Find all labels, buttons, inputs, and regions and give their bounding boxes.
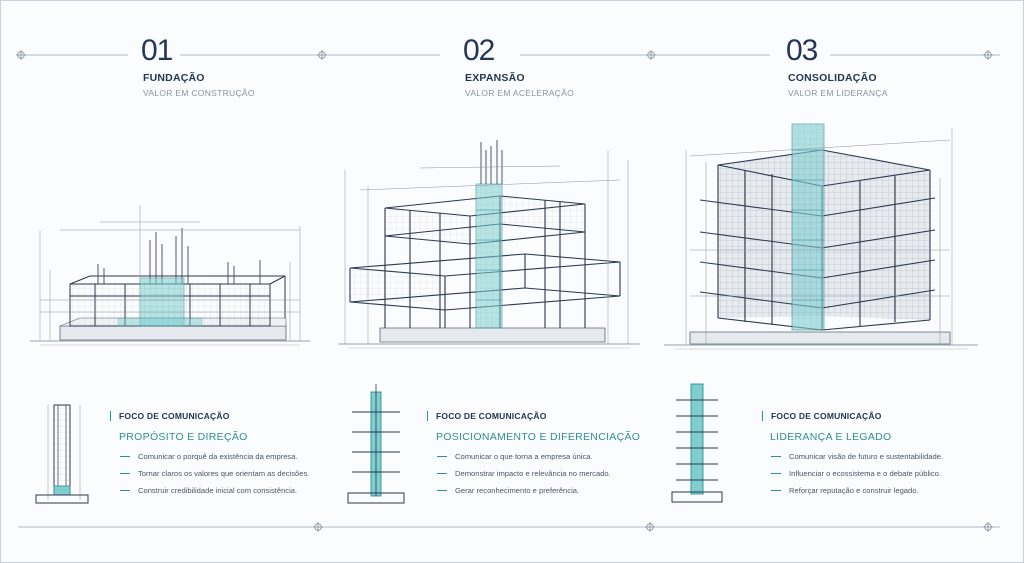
- focus-label: FOCO DE COMUNICAÇÃO: [427, 411, 547, 421]
- phase-number: 03: [786, 34, 818, 67]
- phase-number: 02: [463, 34, 495, 67]
- building-expansion-illustration: [338, 140, 640, 349]
- focus-title: POSICIONAMENTO E DIFERENCIAÇÃO: [436, 431, 641, 443]
- phase-number: 01: [141, 34, 173, 67]
- focus-title: LIDERANÇA E LEGADO: [770, 431, 892, 443]
- building-foundation-illustration: [30, 205, 310, 346]
- list-item: Comunicar visão de futuro e sustentabili…: [771, 448, 943, 465]
- building-consolidation-illustration: [664, 123, 978, 350]
- bullet-list: Comunicar o porquê da existência da empr…: [120, 448, 309, 499]
- list-item: Gerar reconhecimento e preferência.: [437, 482, 611, 499]
- list-item: Reforçar reputação e construir legado.: [771, 482, 943, 499]
- phase-title: FUNDAÇÃO: [143, 72, 205, 84]
- phase-subtitle: VALOR EM ACELERAÇÃO: [465, 88, 574, 98]
- phase-subtitle: VALOR EM LIDERANÇA: [788, 88, 888, 98]
- header-rule-markers: [16, 50, 993, 60]
- focus-title: PROPÓSITO E DIREÇÃO: [119, 431, 248, 443]
- list-item: Construir credibilidade inicial com cons…: [120, 482, 309, 499]
- list-item: Demonstrar impacto e relevância no merca…: [437, 465, 611, 482]
- list-item: Tornar claros os valores que orientam as…: [120, 465, 309, 482]
- column-diagram-1: [35, 404, 89, 504]
- bullet-list: Comunicar visão de futuro e sustentabili…: [771, 448, 943, 499]
- focus-label: FOCO DE COMUNICAÇÃO: [762, 411, 882, 421]
- bullet-list: Comunicar o que torna a empresa única. D…: [437, 448, 611, 499]
- phase-subtitle: VALOR EM CONSTRUÇÃO: [143, 88, 255, 98]
- list-item: Comunicar o que torna a empresa única.: [437, 448, 611, 465]
- phase-title: EXPANSÃO: [465, 72, 525, 84]
- phase-title: CONSOLIDAÇÃO: [788, 72, 877, 84]
- list-item: Comunicar o porquê da existência da empr…: [120, 448, 309, 465]
- column-diagram-3: [671, 383, 723, 503]
- footer-rule-markers: [313, 522, 993, 532]
- column-diagram-2: [347, 384, 405, 504]
- list-item: Influenciar o ecossistema e o debate púb…: [771, 465, 943, 482]
- focus-label: FOCO DE COMUNICAÇÃO: [110, 411, 230, 421]
